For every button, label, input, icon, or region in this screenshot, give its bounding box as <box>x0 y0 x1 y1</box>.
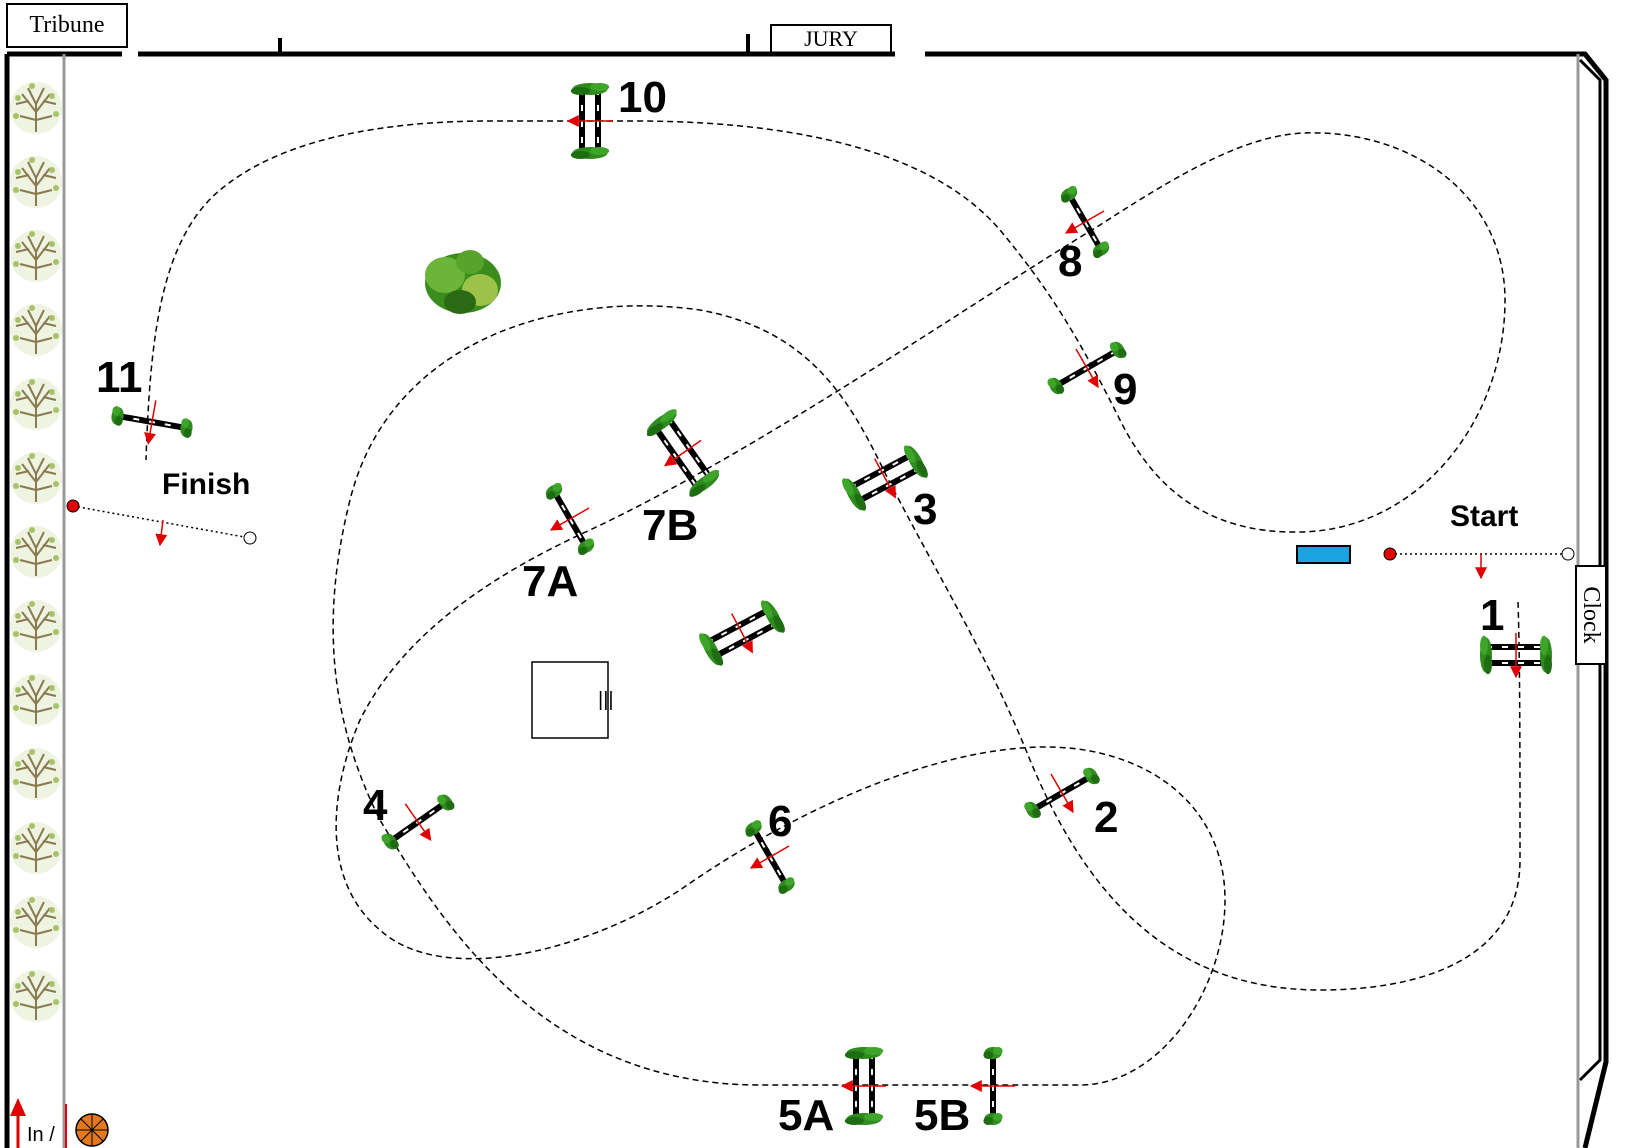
fence-number-f6: 6 <box>768 797 792 846</box>
fence-f2 <box>1022 764 1102 822</box>
fence-number-f2: 2 <box>1094 793 1118 842</box>
fence-f1 <box>1480 633 1552 679</box>
fence-number-f10: 10 <box>618 73 667 122</box>
fence-number-f1: 1 <box>1480 591 1504 640</box>
water-tray <box>1296 545 1351 564</box>
decorative-bush <box>425 250 501 314</box>
fence-number-f4: 4 <box>363 781 388 830</box>
fence-f9 <box>1045 338 1129 398</box>
fence-f11 <box>109 400 195 445</box>
start-label: Start <box>1450 500 1518 533</box>
finish-line <box>66 499 257 547</box>
fence-f5b <box>969 1047 1015 1125</box>
hedge-trees <box>9 81 63 1023</box>
tribune-label: Tribune <box>6 3 128 48</box>
fence-number-f7b: 7B <box>642 501 698 550</box>
umbrella-icon <box>75 1113 109 1147</box>
course-track <box>145 120 1521 1086</box>
fence-number-f3: 3 <box>913 485 937 534</box>
fence-unnumbered <box>696 596 788 670</box>
clock-box: Clock <box>1575 565 1607 665</box>
finish-label: Finish <box>162 468 250 501</box>
fence-f6 <box>742 818 798 896</box>
arena-border <box>4 34 1609 1148</box>
entrance: In / <box>10 1098 67 1148</box>
fence-f3 <box>839 441 931 515</box>
fence-f8 <box>1057 184 1113 260</box>
fence-f10 <box>566 83 612 159</box>
fence-number-f8: 8 <box>1058 237 1082 286</box>
fence-f7a <box>542 481 598 557</box>
fence-f5a <box>840 1047 886 1125</box>
fence-number-f11: 11 <box>96 353 143 402</box>
fence-f7b <box>642 406 724 500</box>
svg-text:In /: In / <box>27 1124 55 1146</box>
svg-text:Clock: Clock <box>1578 586 1604 643</box>
fence-f4 <box>379 791 457 853</box>
svg-text:|||: ||| <box>598 689 614 711</box>
fence-number-f5b: 5B <box>914 1091 970 1140</box>
start-line <box>1383 547 1575 580</box>
fences-layer: 1 2 3 4 5A 5B 6 7A 7B 8 9 10 11 <box>96 73 1552 1140</box>
fence-number-f9: 9 <box>1113 365 1137 414</box>
fence-number-f7a: 7A <box>522 557 578 606</box>
fence-number-f5a: 5A <box>778 1091 834 1140</box>
judge-box: ||| <box>531 661 614 739</box>
